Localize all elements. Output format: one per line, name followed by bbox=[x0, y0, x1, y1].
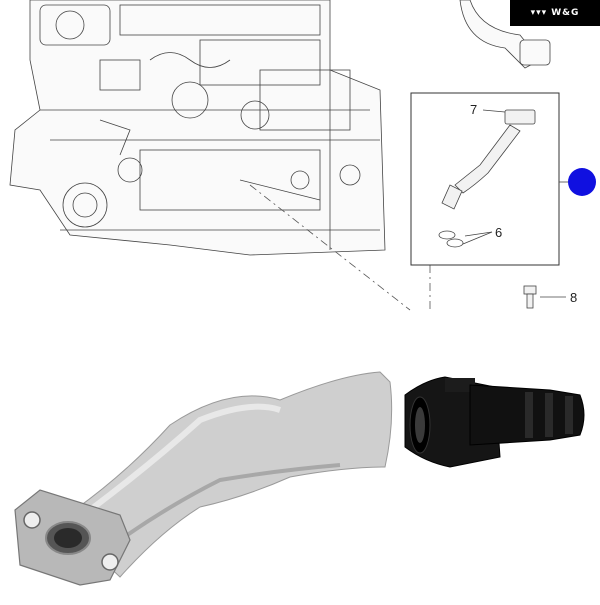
bolt-drawing bbox=[523, 285, 537, 309]
upper-hose-drawing bbox=[459, 0, 551, 69]
callout-6-line-b bbox=[462, 231, 493, 245]
logo-text: W&G bbox=[551, 8, 580, 18]
inset-pipe-drawing bbox=[438, 109, 536, 248]
callout-6-line bbox=[464, 231, 493, 237]
marker-dot-icon bbox=[568, 168, 596, 196]
callout-label-7: 7 bbox=[470, 102, 478, 117]
callout-label-6: 6 bbox=[495, 225, 503, 240]
logo-icon: ▾▾▾ bbox=[530, 8, 552, 18]
detail-box bbox=[410, 92, 560, 266]
leader-line bbox=[249, 184, 411, 311]
callout-label-8: 8 bbox=[570, 290, 578, 305]
pipe-photo bbox=[14, 371, 585, 586]
brand-logo: ▾▾▾ W&G bbox=[510, 0, 600, 26]
engine-block-drawing bbox=[9, 0, 386, 256]
callout-7-line bbox=[482, 109, 506, 113]
